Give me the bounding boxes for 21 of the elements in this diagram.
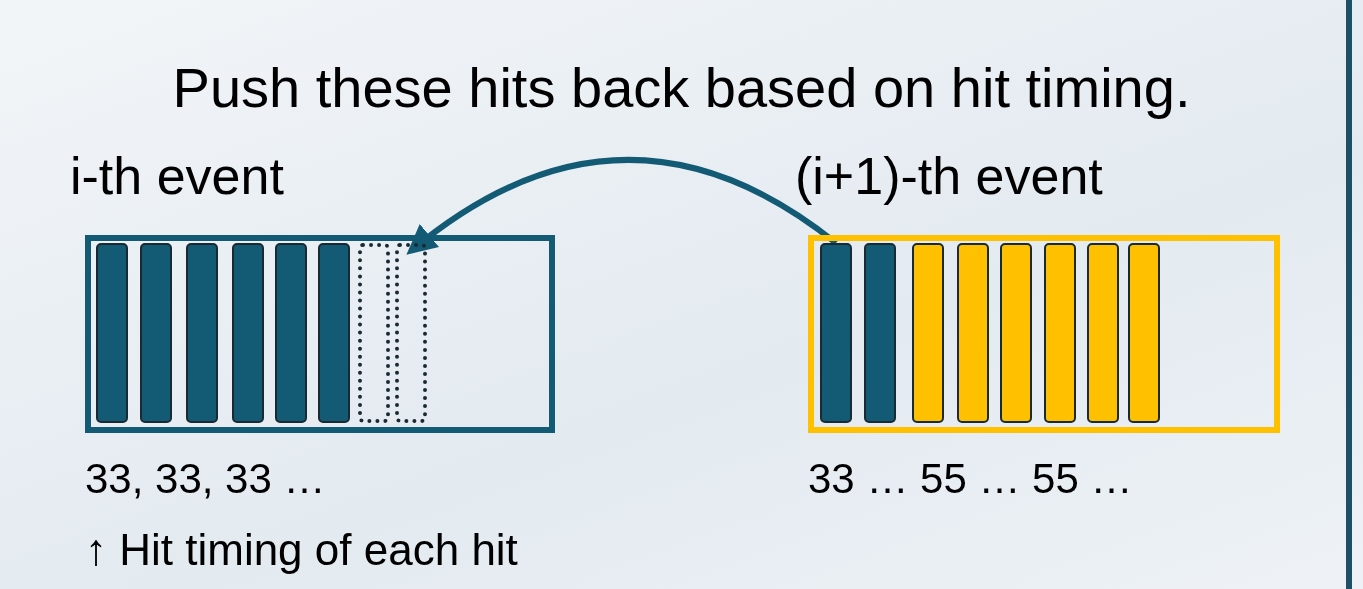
hit-bar (232, 243, 264, 423)
note-text: ↑ Hit timing of each hit (85, 528, 518, 572)
curved-arrow (406, 157, 838, 255)
hit-bar (820, 243, 852, 423)
hit-bar (96, 243, 128, 423)
hit-bar (864, 243, 896, 423)
hit-timing-values: 33 … 55 … 55 … (808, 458, 1133, 500)
hit-bar (186, 243, 218, 423)
hit-bar (1000, 243, 1032, 423)
empty-hit-slot (395, 243, 427, 423)
empty-hit-slot (358, 243, 390, 423)
hit-bar (1087, 243, 1119, 423)
hit-bar (318, 243, 350, 423)
hit-timing-values: 33, 33, 33 … (85, 458, 326, 500)
hit-bar (1128, 243, 1160, 423)
hit-bar (140, 243, 172, 423)
hit-bar (957, 243, 989, 423)
hit-bar (912, 243, 944, 423)
hit-bar (275, 243, 307, 423)
event-heading: i-th event (70, 150, 284, 202)
hit-bar (1044, 243, 1076, 423)
